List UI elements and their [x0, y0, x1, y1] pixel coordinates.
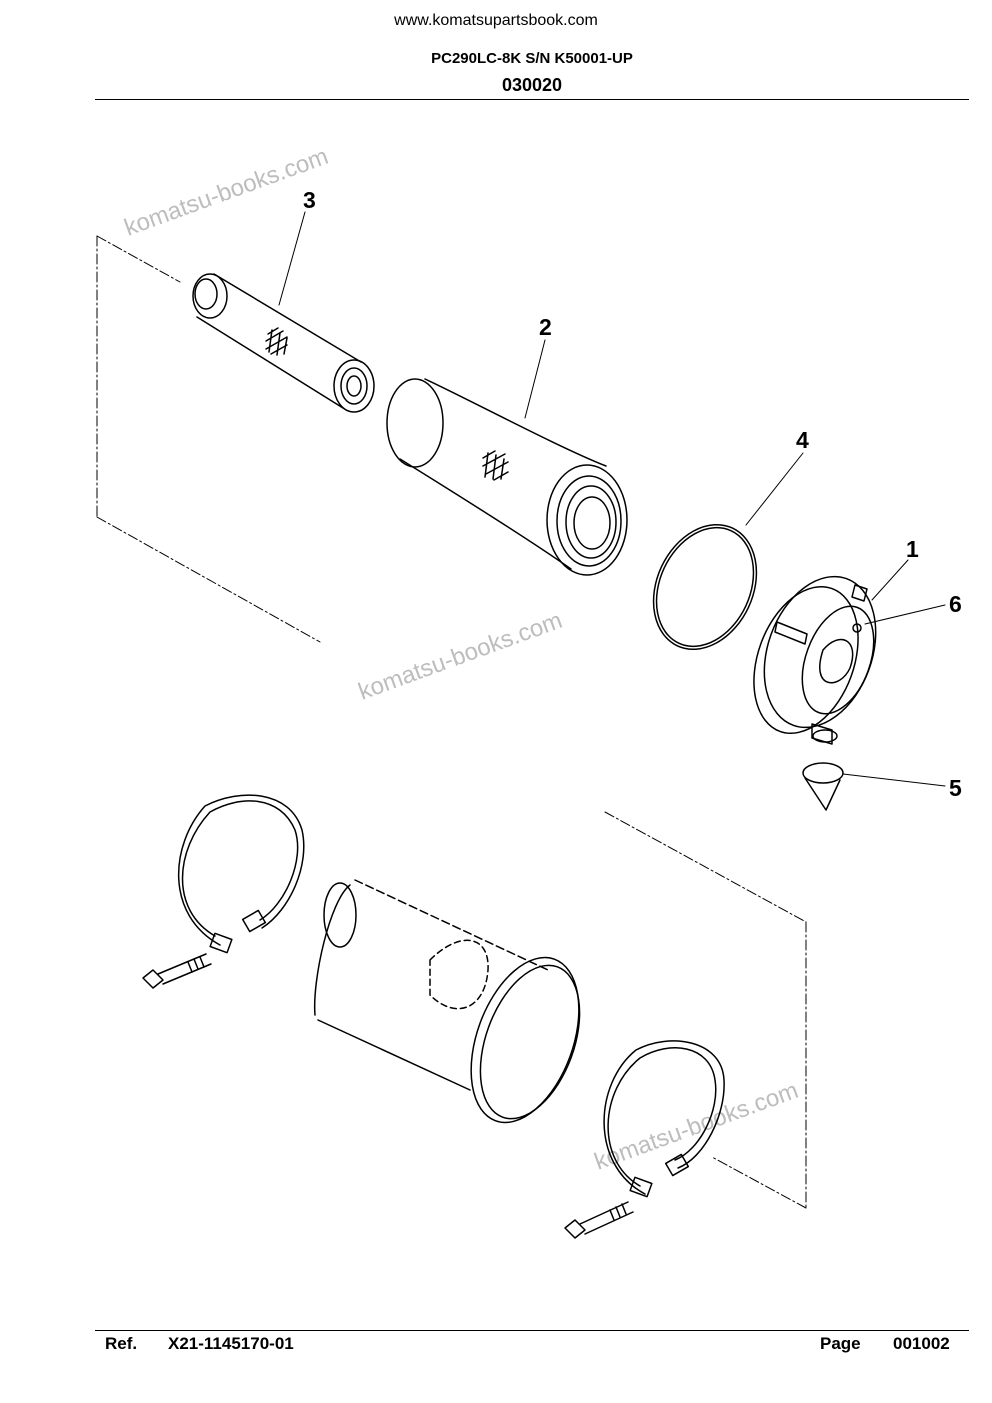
o-ring — [652, 523, 758, 651]
header-rule — [95, 99, 969, 100]
watermark-top: komatsu-books.com — [121, 143, 332, 242]
inner-filter-element — [192, 273, 375, 413]
ref-value: X21-1145170-01 — [168, 1334, 294, 1353]
outer-filter-element — [386, 378, 628, 576]
filter-housing — [313, 879, 581, 1124]
upper-frame-lines — [96, 235, 321, 643]
callout-numbers: 3 2 4 1 6 5 — [303, 187, 962, 801]
page-label: Page — [820, 1334, 861, 1353]
section-number: 030020 — [501, 75, 563, 95]
upper-clamp-band — [178, 794, 305, 954]
watermark-bottom: komatsu-books.com — [591, 1077, 802, 1176]
callout-5: 5 — [949, 775, 962, 801]
footer-rule — [95, 1330, 969, 1331]
site-url: www.komatsupartsbook.com — [394, 12, 598, 29]
callout-4: 4 — [796, 427, 809, 453]
rear-cover — [753, 575, 877, 745]
watermark-middle: komatsu-books.com — [355, 607, 566, 706]
upper-bolt — [142, 953, 212, 989]
ref-label: Ref. — [105, 1334, 138, 1353]
callout-3: 3 — [303, 187, 316, 213]
lower-frame-lines — [604, 811, 807, 1209]
model-title: PC290LC-8K S/N K50001-UP — [431, 50, 633, 67]
callout-2: 2 — [539, 314, 552, 340]
page-value: 001002 — [893, 1334, 950, 1353]
lower-clamp-band — [603, 1040, 725, 1198]
callout-1: 1 — [906, 536, 919, 562]
watermarks: komatsu-books.com komatsu-books.com koma… — [121, 143, 802, 1176]
leader-lines — [278, 211, 946, 787]
callout-6: 6 — [949, 591, 962, 617]
lower-bolt — [564, 1201, 634, 1239]
dust-valve — [802, 762, 844, 811]
